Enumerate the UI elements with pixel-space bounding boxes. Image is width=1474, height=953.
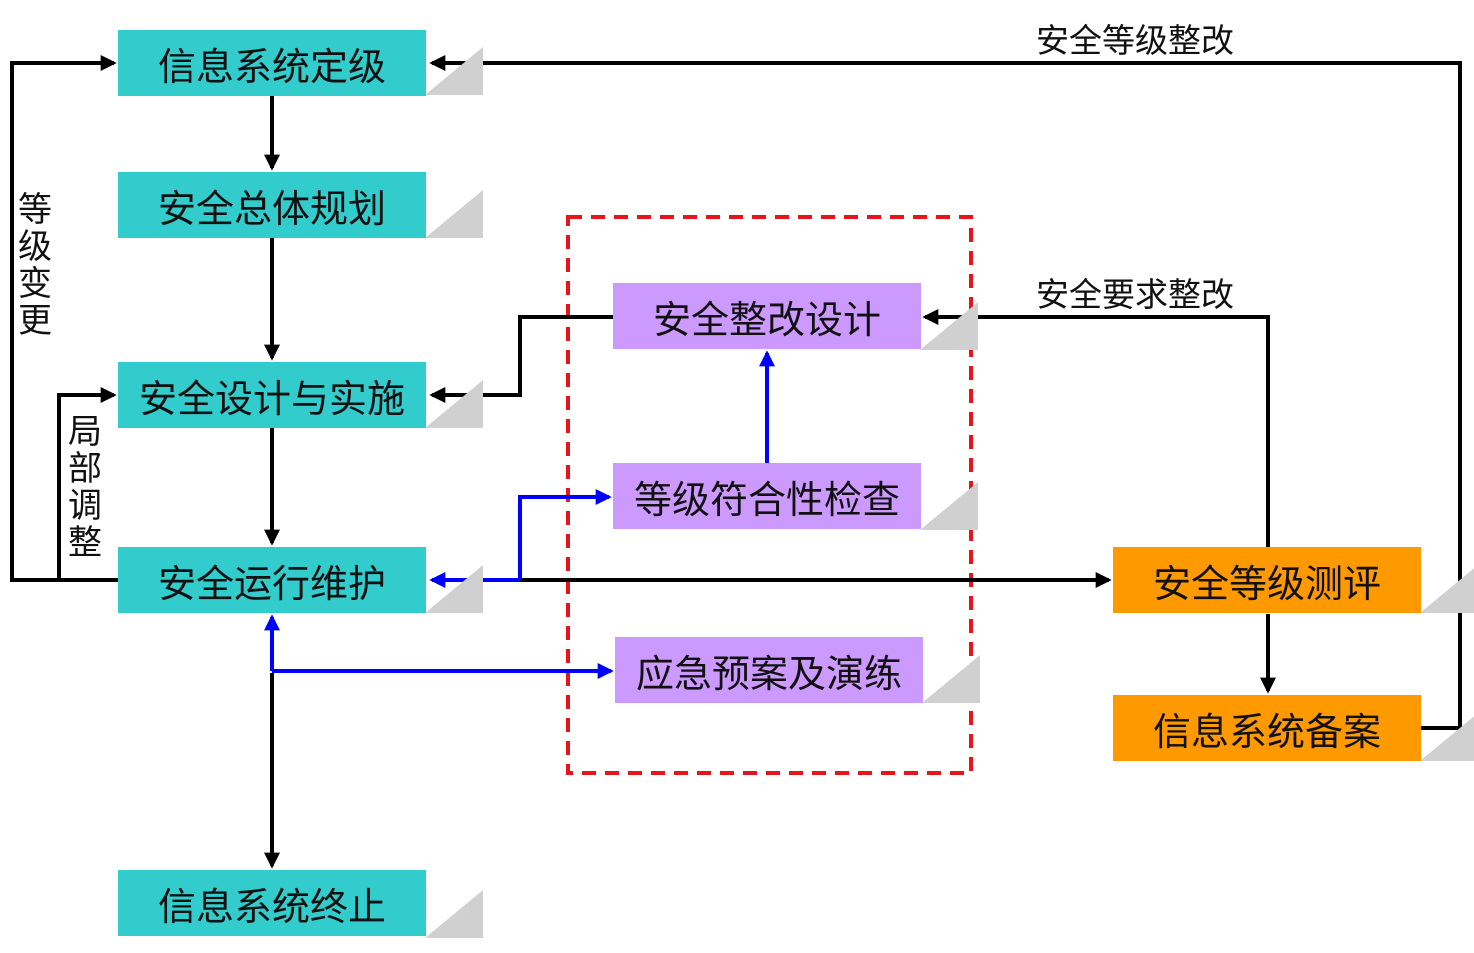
node-emergency-plan: 应急预案及演练 bbox=[615, 637, 923, 703]
node-system-grading: 信息系统定级 bbox=[118, 30, 426, 96]
node-compliance-check: 等级符合性检查 bbox=[613, 463, 921, 529]
label-level-rectification: 安全等级整改 bbox=[1036, 21, 1234, 60]
label-partial-adjustment: 局部调整 bbox=[68, 412, 102, 563]
label-requirement-rectification: 安全要求整改 bbox=[1036, 275, 1234, 314]
node-operation-maintenance: 安全运行维护 bbox=[118, 547, 426, 613]
blue-arrow-to-compliance-check bbox=[518, 489, 612, 580]
arrow-level-rectification bbox=[429, 55, 1462, 730]
label-level-change: 等级变更 bbox=[18, 190, 52, 341]
arrow-requirement-rectification bbox=[922, 309, 1270, 547]
arrow-rectification-to-design bbox=[429, 315, 613, 403]
node-design-implementation: 安全设计与实施 bbox=[118, 362, 426, 428]
node-system-filing: 信息系统备案 bbox=[1113, 695, 1421, 761]
node-rectification-design: 安全整改设计 bbox=[613, 283, 921, 349]
node-level-assessment: 安全等级测评 bbox=[1113, 547, 1421, 613]
arrow-partial-adjustment bbox=[57, 387, 118, 582]
node-system-termination: 信息系统终止 bbox=[118, 870, 426, 936]
node-overall-planning: 安全总体规划 bbox=[118, 172, 426, 238]
